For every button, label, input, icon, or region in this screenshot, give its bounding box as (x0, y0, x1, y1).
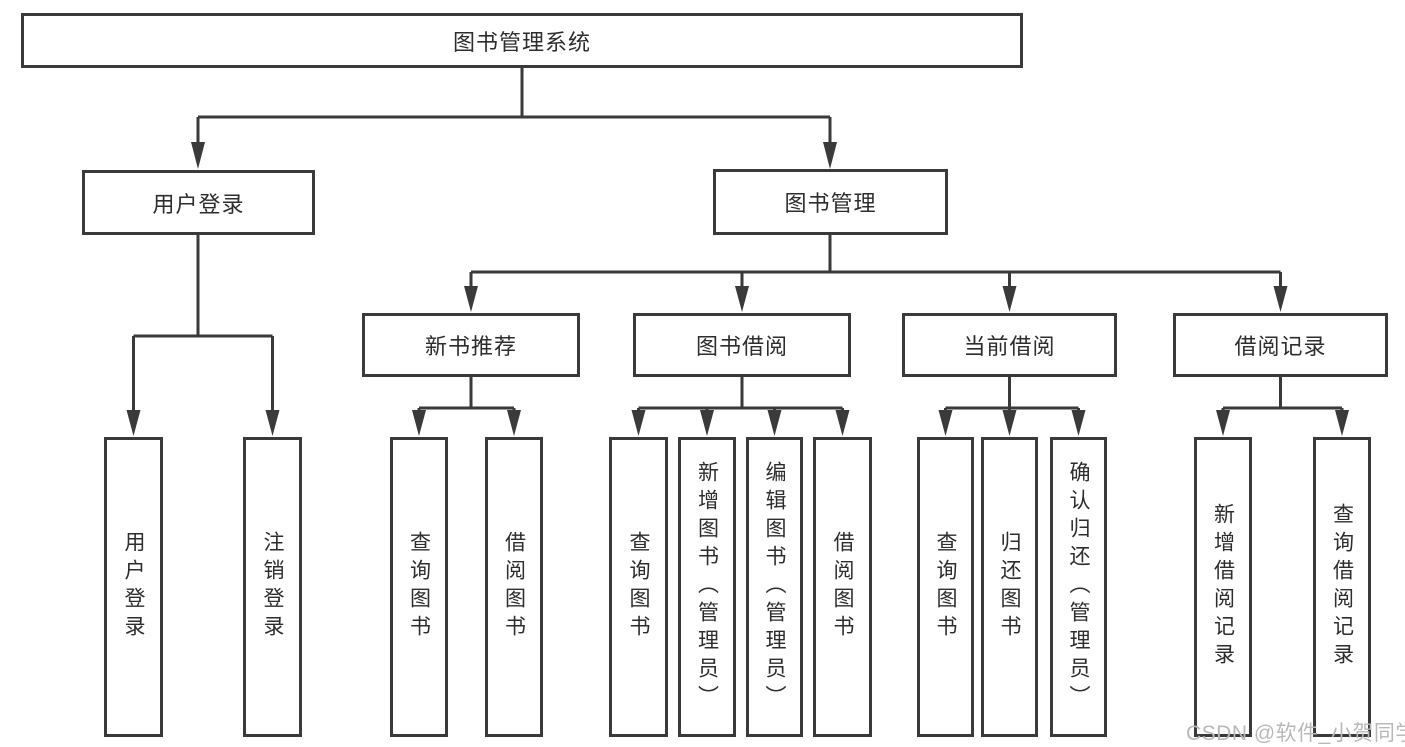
leaf-newbooks-query: 查询图书 (390, 437, 448, 737)
connector-book-mgmt-to-level2 (469, 235, 1282, 288)
leaf-user-login: 用户登录 (104, 437, 163, 737)
arrowheads (126, 142, 1349, 436)
leaf-records-add-label: 新增借阅记录 (1211, 503, 1235, 671)
node-new-books: 新书推荐 (362, 313, 580, 377)
leaf-records-query: 查询借阅记录 (1313, 437, 1371, 737)
leaf-newbooks-borrow: 借阅图书 (485, 437, 543, 737)
connector-root-to-level1 (196, 68, 832, 146)
connector-borrow-records-to-leaves (1221, 377, 1344, 412)
watermark: CSDN @软件_小贺同学 (1186, 722, 1405, 745)
leaf-current-return-label: 归还图书 (998, 531, 1021, 643)
connector-new-books-to-leaves (417, 377, 516, 412)
leaf-current-query: 查询图书 (917, 437, 974, 737)
node-root-label: 图书管理系统 (452, 29, 591, 55)
node-book-mgmt: 图书管理 (713, 169, 948, 235)
leaf-records-query-label: 查询借阅记录 (1330, 503, 1354, 671)
leaf-newbooks-query-label: 查询图书 (407, 531, 431, 643)
leaf-current-query-label: 查询图书 (934, 531, 957, 643)
node-borrow-records: 借阅记录 (1173, 313, 1388, 377)
leaf-borrow-query-label: 查询图书 (627, 531, 650, 643)
leaf-user-login-label: 用户登录 (122, 531, 145, 643)
leaf-borrow-edit-admin-label: 编辑图书（管理员） (763, 461, 786, 713)
leaf-current-return: 归还图书 (981, 437, 1038, 737)
leaf-logout: 注销登录 (243, 437, 302, 737)
node-new-books-label: 新书推荐 (424, 334, 517, 359)
node-current-borrow-label: 当前借阅 (963, 334, 1056, 359)
node-book-mgmt-label: 图书管理 (784, 191, 877, 216)
leaf-borrow-book: 借阅图书 (813, 437, 872, 737)
node-borrow-records-label: 借阅记录 (1234, 334, 1327, 359)
leaf-current-confirm-admin: 确认归还（管理员） (1050, 437, 1107, 737)
leaf-records-add: 新增借阅记录 (1194, 437, 1252, 737)
node-root: 图书管理系统 (21, 13, 1023, 68)
leaf-borrow-add-admin-label: 新增图书（管理员） (695, 461, 719, 713)
node-user-login: 用户登录 (82, 170, 315, 235)
node-book-borrow: 图书借阅 (633, 313, 851, 377)
leaf-borrow-book-label: 借阅图书 (831, 531, 854, 643)
node-user-login-label: 用户登录 (152, 191, 245, 217)
leaf-borrow-add-admin: 新增图书（管理员） (678, 437, 736, 737)
connector-book-borrow-to-leaves (637, 377, 844, 412)
leaf-current-confirm-admin-label: 确认归还（管理员） (1067, 461, 1090, 713)
leaf-logout-label: 注销登录 (261, 531, 284, 643)
leaf-newbooks-borrow-label: 借阅图书 (502, 531, 526, 643)
connector-user-login-to-leaves (132, 235, 274, 412)
connector-current-borrow-to-leaves (944, 377, 1080, 412)
leaf-borrow-query: 查询图书 (609, 437, 668, 737)
node-book-borrow-label: 图书借阅 (695, 334, 788, 359)
node-current-borrow: 当前借阅 (902, 313, 1117, 377)
leaf-borrow-edit-admin: 编辑图书（管理员） (746, 437, 803, 737)
